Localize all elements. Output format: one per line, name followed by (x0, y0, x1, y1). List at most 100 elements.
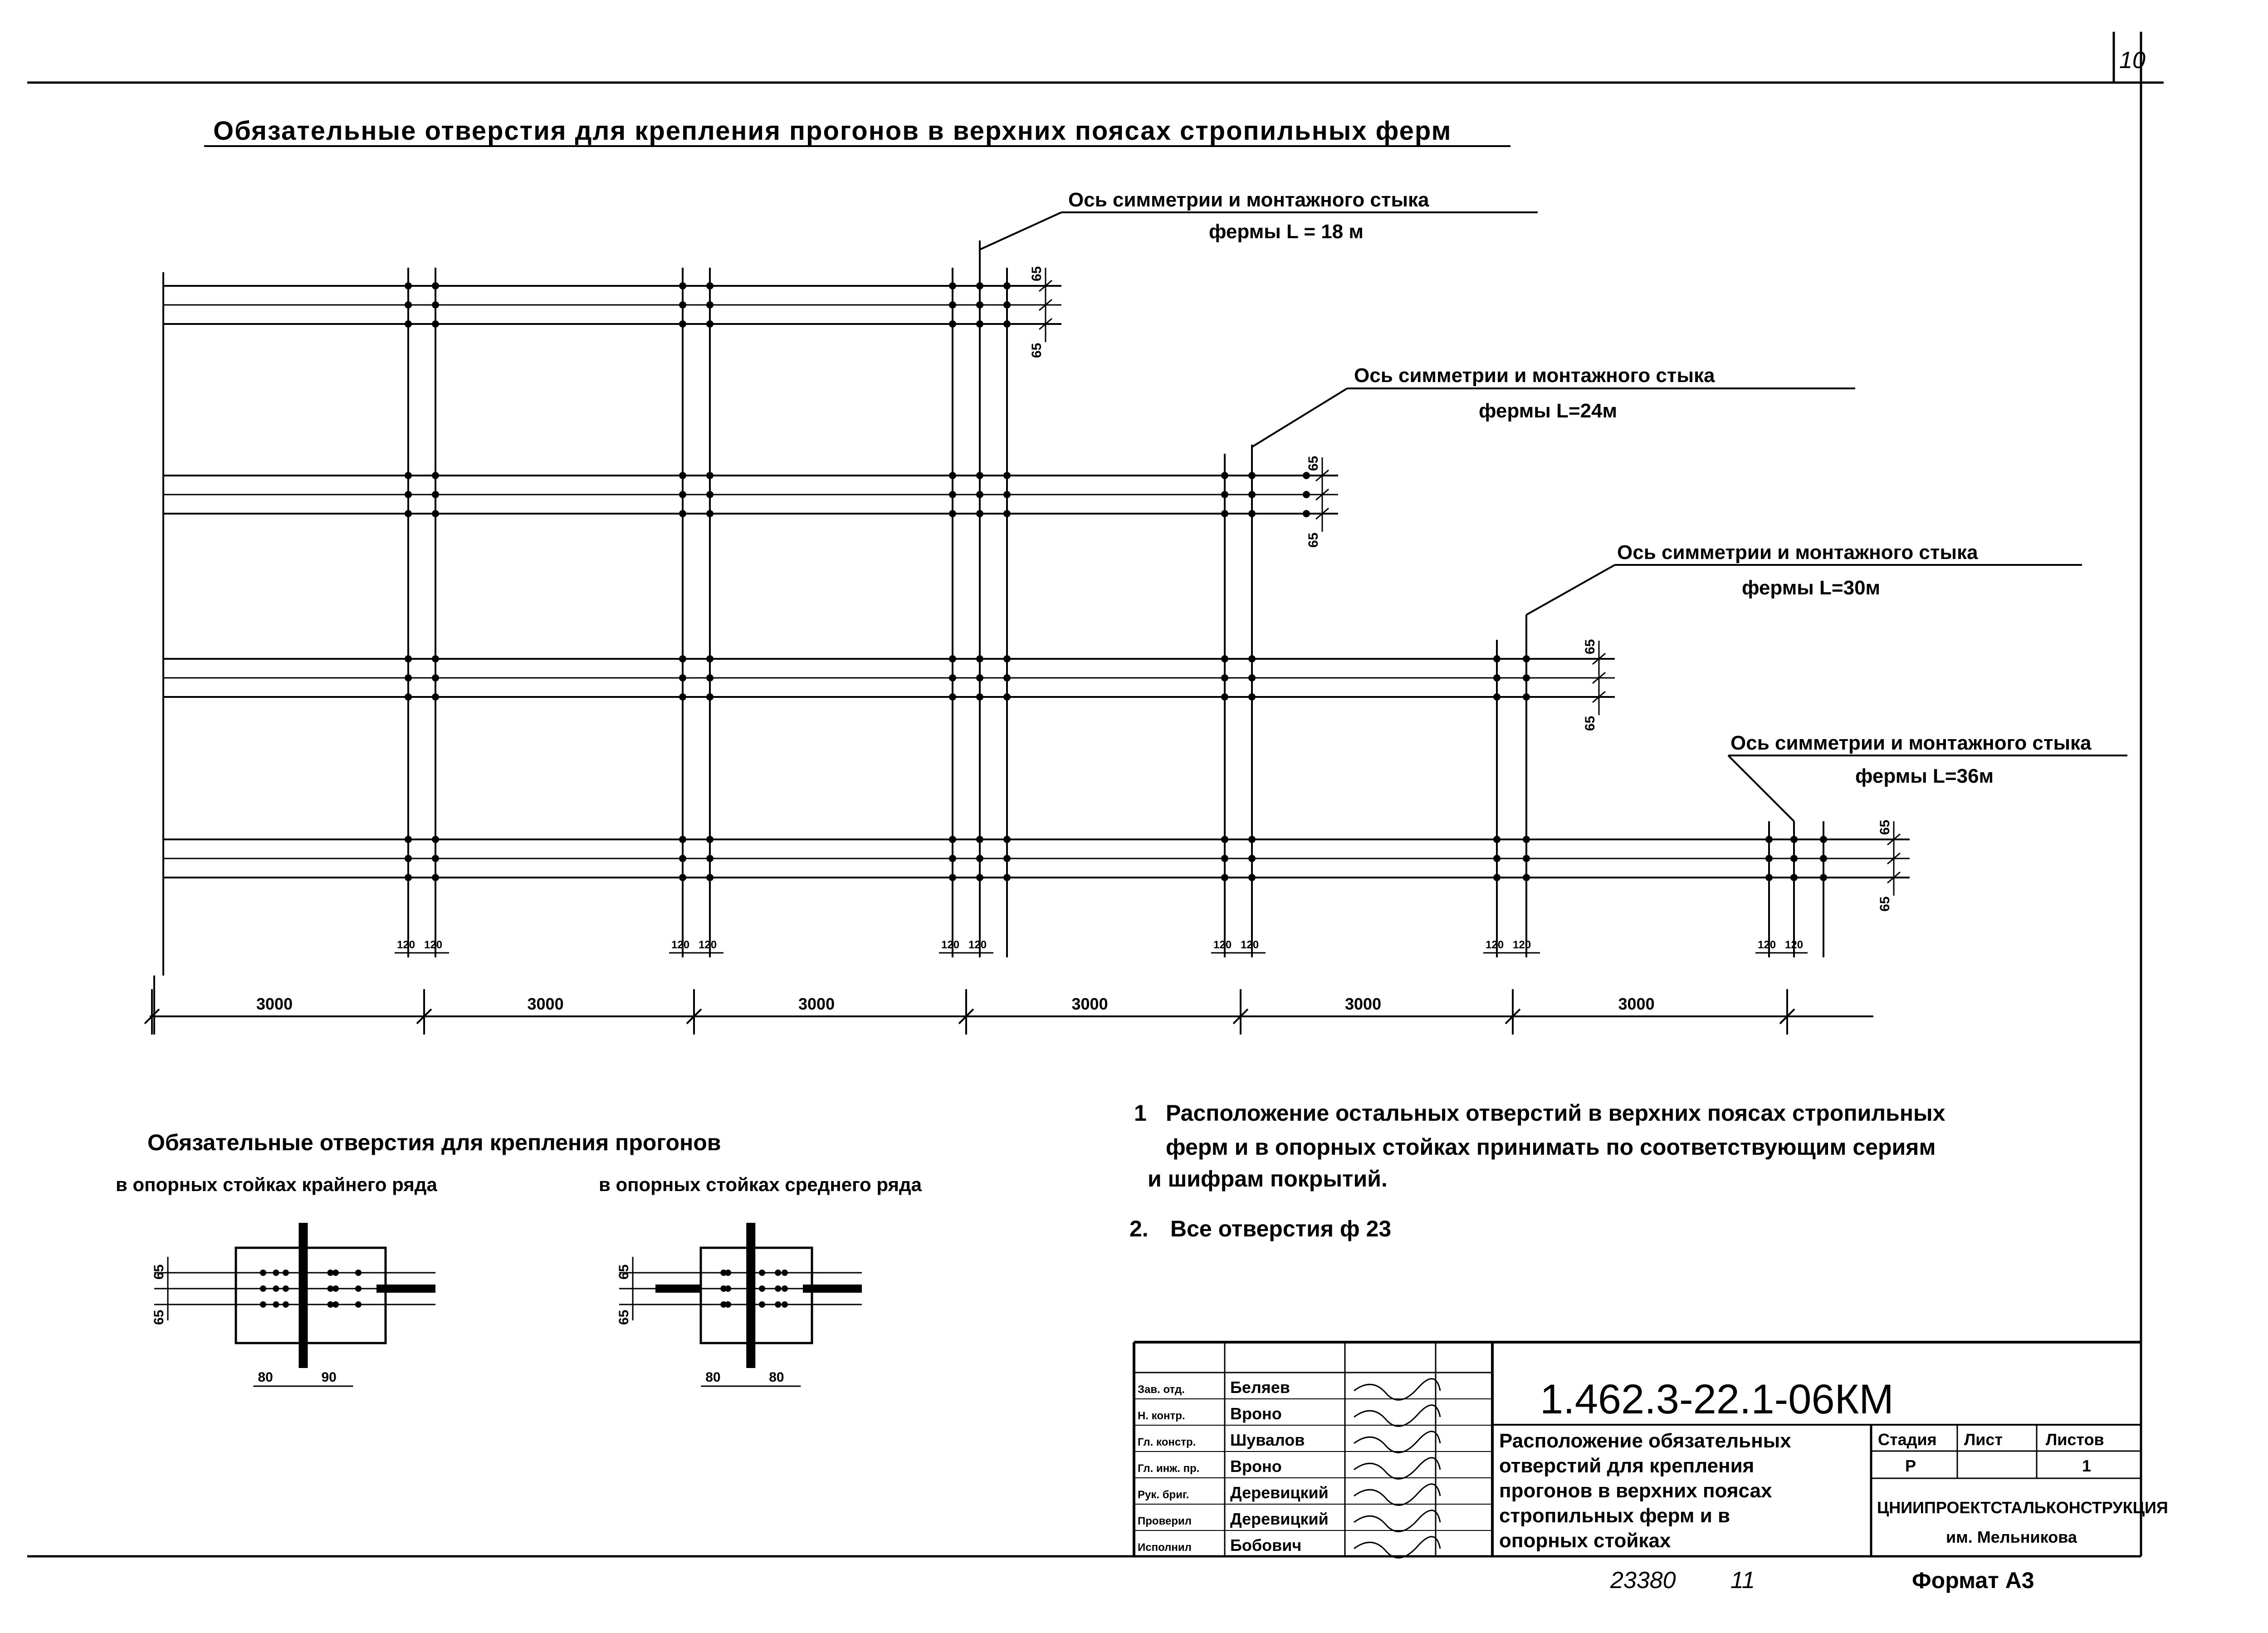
title-description-4: стропильных ферм и в (1499, 1505, 1730, 1527)
column-hole-dot (748, 1301, 754, 1308)
column-hole-dot (260, 1270, 266, 1276)
column-plate (699, 1246, 813, 1344)
callout-24m-line2: фермы L=24м (1479, 400, 1617, 422)
column-row-gap-label: 65 (152, 1265, 166, 1280)
column-hole-dot (355, 1301, 362, 1308)
offset-label: 120 (671, 939, 689, 951)
offset-label: 120 (1486, 939, 1504, 951)
signature-name: Беляев (1230, 1378, 1290, 1397)
dimension-tick (1315, 469, 1329, 482)
column-flange-bar (803, 1285, 862, 1293)
column-hole-dot (273, 1285, 279, 1292)
column-hole-dot (782, 1285, 788, 1292)
columns-section-title: Обязательные отверстия для крепления про… (147, 1130, 721, 1155)
row-gap-label: 65 (1583, 716, 1598, 731)
column-edge-label: 80 (769, 1370, 784, 1385)
signature-scribble (1354, 1431, 1441, 1453)
column-hole-dot (725, 1285, 731, 1292)
stage-header: Стадия (1878, 1430, 1937, 1449)
callout-36m-line1: Ось симметрии и монтажного стыка (1730, 732, 2092, 754)
spacing-tick (958, 1008, 974, 1025)
note-2-line-1: Все отверстия ф 23 (1170, 1216, 1391, 1241)
offset-label: 120 (699, 939, 717, 951)
signature-scribble (1354, 1378, 1441, 1401)
spacing-tick (416, 1008, 432, 1025)
organization-name: ЦНИИПРОЕКТСТАЛЬКОНСТРУКЦИЯ (1877, 1498, 2168, 1517)
callout-18m-line1: Ось симметрии и монтажного стыка (1068, 189, 1429, 211)
signature-role: Рук. бриг. (1138, 1489, 1189, 1501)
document-code: 1.462.3-22.1-06КМ (1540, 1376, 1894, 1422)
spacing-tick (1779, 1008, 1795, 1025)
dimension-tick (1592, 652, 1606, 665)
offset-label: 120 (941, 939, 959, 951)
column-hole-dot (355, 1270, 362, 1276)
note-2-number: 2. (1129, 1216, 1149, 1241)
signature-role: Зав. отд. (1138, 1383, 1185, 1396)
column-row-gap-label: 65 (616, 1265, 631, 1280)
offset-label: 120 (1213, 939, 1232, 951)
title-block-frame (1133, 1341, 2141, 1556)
column-hole-dot (775, 1285, 782, 1292)
column-flange-bar (376, 1285, 435, 1293)
spacing-label: 3000 (1072, 995, 1108, 1013)
column-hole-dot (327, 1270, 334, 1276)
column-hole-dot (775, 1270, 782, 1276)
column-row-gap-label: 65 (152, 1310, 166, 1325)
main-title: Обязательные отверстия для крепления про… (213, 116, 1452, 146)
callout-36m-line2: фермы L=36м (1855, 765, 1994, 787)
dimension-tick (1039, 318, 1052, 330)
callout-36m: Ось симметрии и монтажного стыка фермы L… (1727, 732, 2127, 822)
offset-label: 120 (968, 939, 987, 951)
signature-role: Гл. констр. (1138, 1436, 1196, 1448)
inventory-number: 23380 (1610, 1567, 1676, 1594)
callout-24m-line1: Ось симметрии и монтажного стыка (1354, 364, 1715, 387)
signature-name: Вроно (1230, 1457, 1282, 1476)
title-description-1: Расположение обязательных (1499, 1430, 1791, 1452)
signature-name: Бобович (1230, 1536, 1301, 1555)
dimension-tick (1887, 833, 1901, 846)
column-hole-dot (283, 1270, 289, 1276)
signature-name: Деревицкий (1230, 1510, 1329, 1528)
column-hole-dot (273, 1301, 279, 1308)
stage-value: Р (1905, 1456, 1916, 1475)
row-gap-label: 65 (1877, 820, 1892, 835)
row-gap-label: 65 (1583, 639, 1598, 654)
column-edge-label: 90 (322, 1370, 337, 1385)
column-hole-dot (759, 1270, 765, 1276)
column-hole-dot (260, 1285, 266, 1292)
format-label: Формат А3 (1912, 1568, 2034, 1593)
note-1-line-1: Расположение остальных отверстий в верхн… (1166, 1100, 1945, 1126)
row-gap-label: 65 (1306, 456, 1321, 471)
dimension-tick (1887, 852, 1901, 865)
column-hole-dot (283, 1285, 289, 1292)
sheet-frame (27, 32, 2164, 1558)
column-hole-dot (782, 1301, 788, 1308)
hole-dot (1303, 491, 1310, 498)
dimension-tick (1592, 691, 1606, 703)
spacing-label: 3000 (256, 995, 293, 1013)
offset-label: 120 (424, 939, 442, 951)
note-1-line-3: и шифрам покрытий. (1148, 1166, 1388, 1192)
sheet-number: 10 (2119, 47, 2146, 74)
column-left-caption: в опорных стойках крайнего ряда (116, 1174, 437, 1195)
callout-30m-line2: фермы L=30м (1742, 577, 1880, 599)
sheet-header: Лист (1964, 1430, 2003, 1449)
column-hole-dot (260, 1301, 266, 1308)
row-gap-label: 65 (1877, 897, 1892, 912)
signature-role: Исполнил (1138, 1541, 1192, 1554)
column-hole-dot (332, 1270, 339, 1276)
column-hole-dot (725, 1301, 731, 1308)
column-hole-dot (782, 1270, 788, 1276)
dimension-tick (1039, 280, 1052, 292)
title-description-3: прогонов в верхних поясах (1499, 1480, 1772, 1502)
spacing-tick (1505, 1008, 1521, 1025)
copy-number: 11 (1730, 1567, 1755, 1594)
sheets-header: Листов (2046, 1430, 2104, 1449)
column-hole-dot (273, 1270, 279, 1276)
hole-dot (1303, 510, 1310, 517)
row-gap-label: 65 (1029, 266, 1044, 281)
offset-label: 120 (397, 939, 415, 951)
